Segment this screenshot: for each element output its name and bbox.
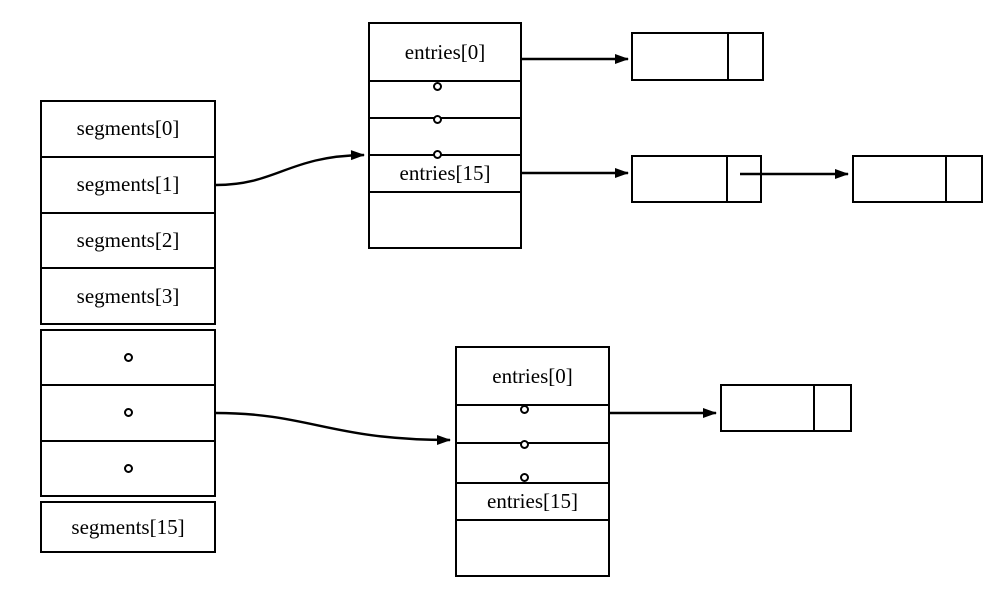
table-cell-entries-0: entries[0]: [457, 348, 608, 406]
ellipsis-dot: [520, 405, 529, 414]
node-value-cell: [722, 386, 815, 430]
table-cell-segments-15: segments[15]: [42, 503, 214, 551]
table-cell-blank: [457, 406, 608, 444]
cell-label: entries[0]: [492, 363, 573, 388]
arrow-segments-ellipsis-to-bottom-table: [215, 411, 451, 445]
ellipsis-dot: [123, 463, 133, 473]
ellipsis-dot: [520, 473, 529, 482]
ellipsis-dot: [123, 353, 133, 363]
hash-table-bottom: entries[0] entries[15]: [455, 346, 610, 577]
cell-label: segments[15]: [71, 514, 185, 539]
list-node-a2: [631, 155, 762, 203]
node-value-cell: [633, 34, 729, 79]
cell-label: entries[0]: [404, 39, 486, 64]
ellipsis-dot: [433, 150, 442, 159]
cell-label: segments[1]: [76, 172, 180, 197]
ellipsis-dot: [520, 440, 529, 449]
table-cell-segments-3: segments[3]: [42, 269, 214, 323]
cell-label: segments[0]: [76, 116, 180, 141]
segments-table-section-labels: segments[0] segments[1] segments[2] segm…: [40, 100, 216, 325]
table-cell-entries-0: entries[0]: [370, 24, 520, 82]
ellipsis-dot: [123, 408, 133, 418]
ellipsis-dot: [433, 82, 442, 91]
segments-table-section-last: segments[15]: [40, 501, 216, 553]
cell-label: segments[2]: [76, 227, 180, 252]
table-cell-blank: [370, 82, 520, 119]
ellipsis-dot: [433, 115, 442, 124]
cell-label: entries[15]: [399, 161, 491, 185]
table-cell-ellipsis: [42, 386, 214, 442]
table-cell-segments-0: segments[0]: [42, 102, 214, 158]
segments-table: segments[0] segments[1] segments[2] segm…: [40, 100, 216, 553]
list-node-b1: [720, 384, 852, 432]
hash-table-top: entries[0] entries[15]: [368, 22, 522, 249]
list-node-a1: [631, 32, 764, 81]
cell-label: segments[3]: [76, 283, 180, 308]
table-cell-entries-15: entries[15]: [370, 156, 520, 193]
segments-table-section-ellipsis: [40, 329, 216, 497]
table-cell-segments-2: segments[2]: [42, 214, 214, 270]
table-cell-segments-1: segments[1]: [42, 158, 214, 214]
hash-table-top-box: entries[0] entries[15]: [368, 22, 522, 249]
node-value-cell: [633, 157, 728, 201]
table-cell-blank: [370, 119, 520, 156]
table-cell-entries-15: entries[15]: [457, 484, 608, 521]
list-node-a3: [852, 155, 983, 203]
node-value-cell: [854, 157, 947, 201]
hash-table-bottom-box: entries[0] entries[15]: [455, 346, 610, 577]
cell-label: entries[15]: [487, 489, 578, 513]
table-cell-blank: [457, 444, 608, 484]
arrow-segments1-to-top-table: [215, 150, 365, 187]
table-cell-ellipsis: [42, 331, 214, 387]
table-cell-ellipsis: [42, 442, 214, 495]
